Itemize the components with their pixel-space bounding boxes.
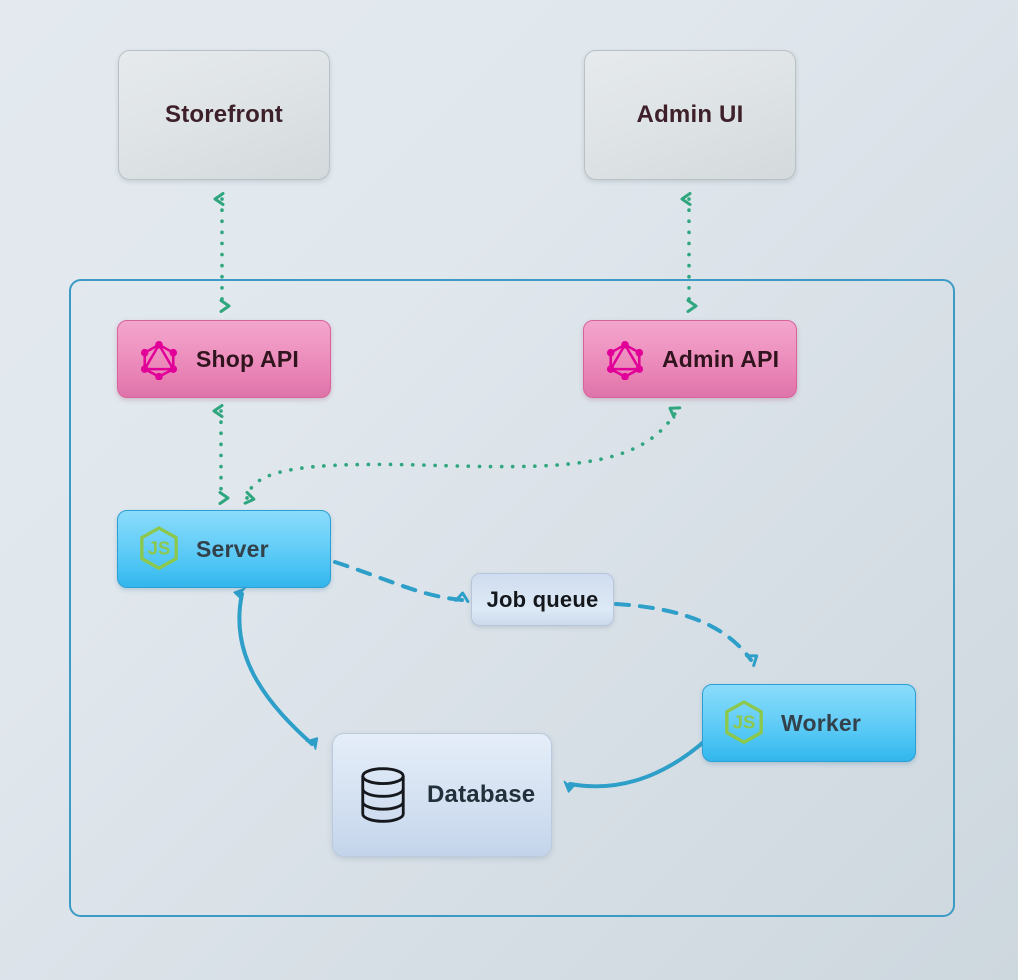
node-storefront-label: Storefront [165,101,283,128]
node-admin-ui[interactable]: Admin UI [584,50,796,180]
node-job-queue-label: Job queue [486,586,599,612]
graphql-icon [140,340,178,380]
graphql-icon [606,340,644,380]
node-admin-ui-label: Admin UI [636,101,744,128]
vendure-server-boundary [69,279,955,917]
node-shop-api-label: Shop API [196,345,299,372]
nodejs-icon: JS [725,700,763,744]
node-worker-label: Worker [781,709,862,736]
node-job-queue[interactable]: Job queue [471,573,614,626]
node-storefront[interactable]: Storefront [118,50,330,180]
svg-text:JS: JS [148,537,171,558]
node-server[interactable]: JS Server [117,510,331,588]
svg-text:JS: JS [733,711,756,732]
node-admin-api-label: Admin API [662,345,780,372]
node-server-label: Server [196,535,269,562]
node-admin-api[interactable]: Admin API [583,320,797,398]
database-cylinder-icon [361,767,405,823]
node-shop-api[interactable]: Shop API [117,320,331,398]
node-worker[interactable]: JS Worker [702,684,916,762]
node-database-label: Database [427,781,536,808]
node-database[interactable]: Database [332,733,552,857]
nodejs-icon: JS [140,526,178,570]
